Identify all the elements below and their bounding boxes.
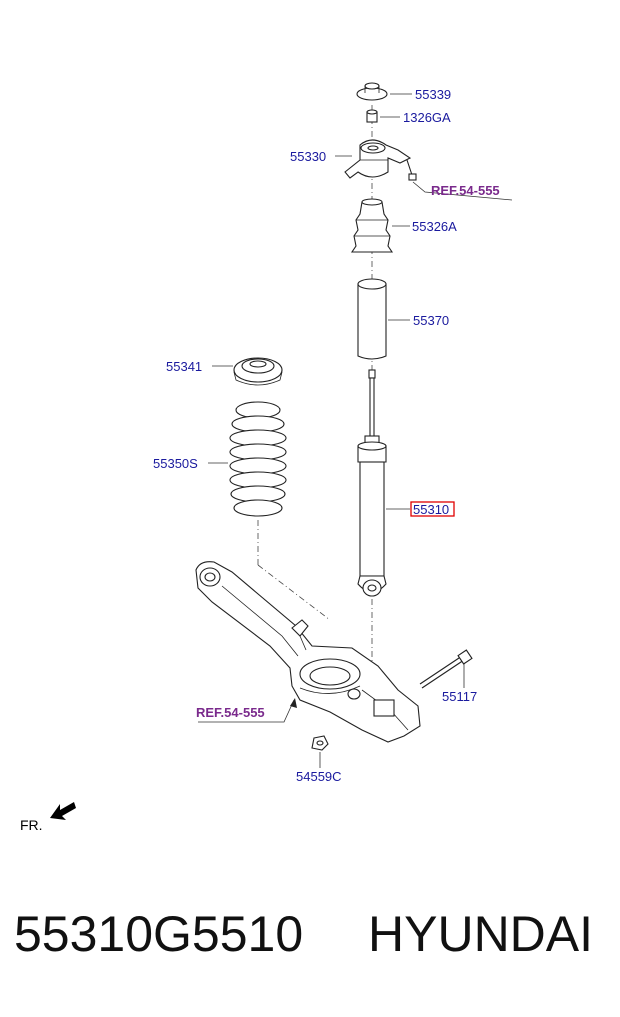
- label-55330: 55330: [290, 149, 326, 164]
- leader-ref-lower: [198, 699, 295, 723]
- label-1326ga: 1326GA: [403, 110, 451, 125]
- top-mount-washer-drawing: [356, 82, 388, 101]
- label-55350s: 55350S: [153, 456, 198, 471]
- exploded-parts-diagram: 55339 1326GA 55330 REF.54-555 55326A 553…: [20, 82, 513, 833]
- highlight-box-55310: [410, 501, 455, 517]
- upper-mount-drawing: [344, 139, 412, 179]
- spring-pad-drawing: [233, 357, 283, 386]
- caption-brand: HYUNDAI: [368, 906, 594, 962]
- label-55339: 55339: [415, 87, 451, 102]
- caption-part-number: 55310G5510: [14, 906, 304, 962]
- front-indicator-label: FR.: [20, 817, 43, 833]
- lower-control-arm-drawing: [195, 561, 421, 743]
- coil-spring-drawing: [229, 401, 287, 517]
- label-55370: 55370: [413, 313, 449, 328]
- label-54559c: 54559C: [296, 769, 342, 784]
- label-ref-upper[interactable]: REF.54-555: [431, 183, 500, 198]
- nut-drawing: [366, 109, 378, 123]
- label-55310[interactable]: 55310: [413, 502, 449, 517]
- bolt-drawing: [419, 649, 473, 689]
- dust-cover-drawing: [357, 278, 387, 360]
- ref-lower-arrowhead: [290, 698, 297, 708]
- spring-to-arm-line: [257, 564, 331, 621]
- lower-nut-drawing: [311, 735, 329, 751]
- label-55326a: 55326A: [412, 219, 457, 234]
- front-direction-arrow-icon: [50, 802, 76, 820]
- label-55117: 55117: [442, 689, 477, 704]
- shock-absorber-drawing: [357, 369, 387, 597]
- bump-stopper-drawing: [350, 198, 394, 253]
- label-55341: 55341: [166, 359, 202, 374]
- mount-bolt-drawing: [406, 159, 417, 181]
- label-ref-lower[interactable]: REF.54-555: [196, 705, 265, 720]
- leader-ref-upper: [412, 181, 513, 201]
